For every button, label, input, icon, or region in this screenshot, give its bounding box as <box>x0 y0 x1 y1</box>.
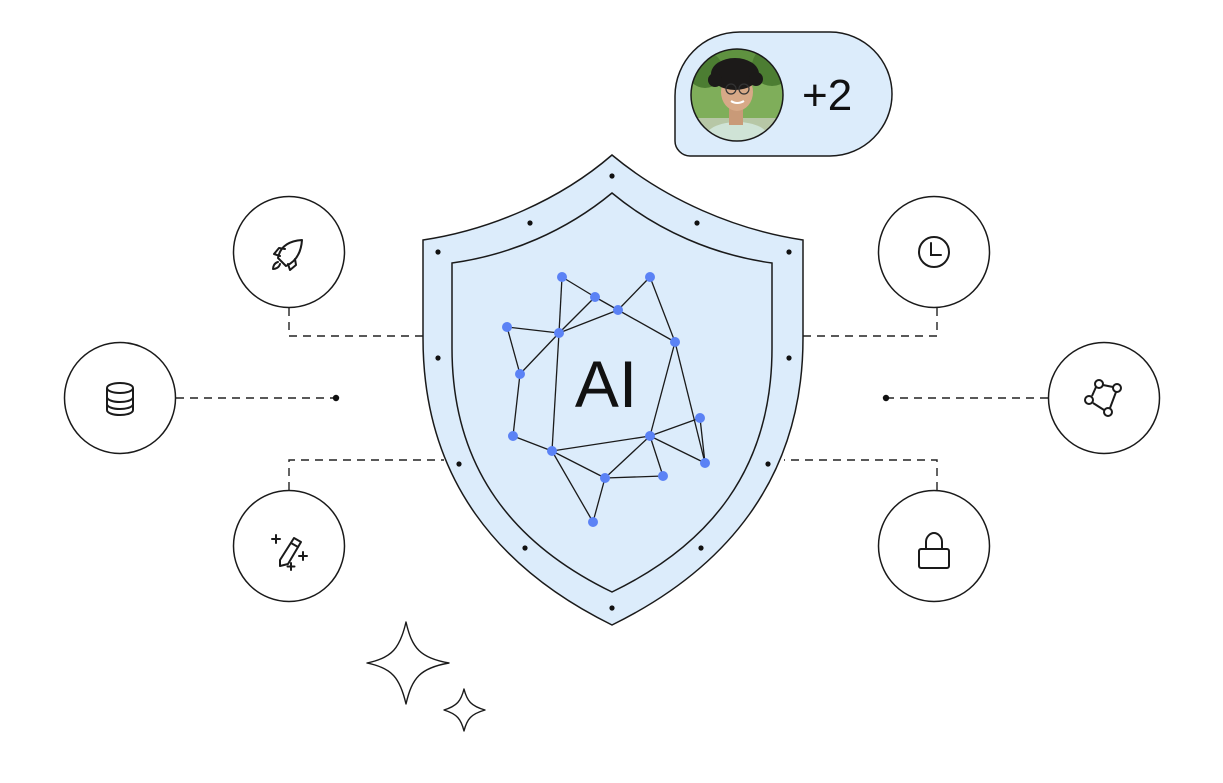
connector-lock <box>784 459 938 490</box>
magic-wand-icon <box>271 534 308 571</box>
clock-icon <box>918 236 950 268</box>
shield-rivets <box>435 173 792 611</box>
four-point-star-icon <box>366 621 450 705</box>
lock-icon <box>918 532 950 569</box>
network-nodes-icon <box>1084 379 1122 417</box>
icon-clock-circle[interactable] <box>877 195 991 309</box>
database-icon <box>106 382 134 417</box>
connector-dot-left <box>332 394 340 402</box>
connector-magic-wand <box>288 459 444 490</box>
avatar-badge[interactable]: +2 <box>674 31 893 157</box>
connectors <box>176 308 1048 490</box>
avatar[interactable] <box>687 46 792 154</box>
connector-dot-right <box>882 394 890 402</box>
neural-network <box>502 272 710 527</box>
icon-magic-wand-circle[interactable] <box>232 489 346 603</box>
icon-network-circle[interactable] <box>1047 341 1161 455</box>
connector-rocket <box>288 308 428 337</box>
connector-clock <box>800 308 938 337</box>
four-point-star-icon <box>443 688 486 732</box>
shield-outer <box>422 154 804 626</box>
avatar-count-label: +2 <box>802 71 852 120</box>
rocket-icon <box>272 239 303 271</box>
sparkles <box>366 621 486 732</box>
shield: AI <box>422 154 804 626</box>
icon-database-circle[interactable] <box>63 341 177 455</box>
icon-lock-circle[interactable] <box>877 489 991 603</box>
shield-ai-label: AI <box>575 347 637 421</box>
shield-inner <box>451 192 773 593</box>
icon-rocket-circle[interactable] <box>232 195 346 309</box>
